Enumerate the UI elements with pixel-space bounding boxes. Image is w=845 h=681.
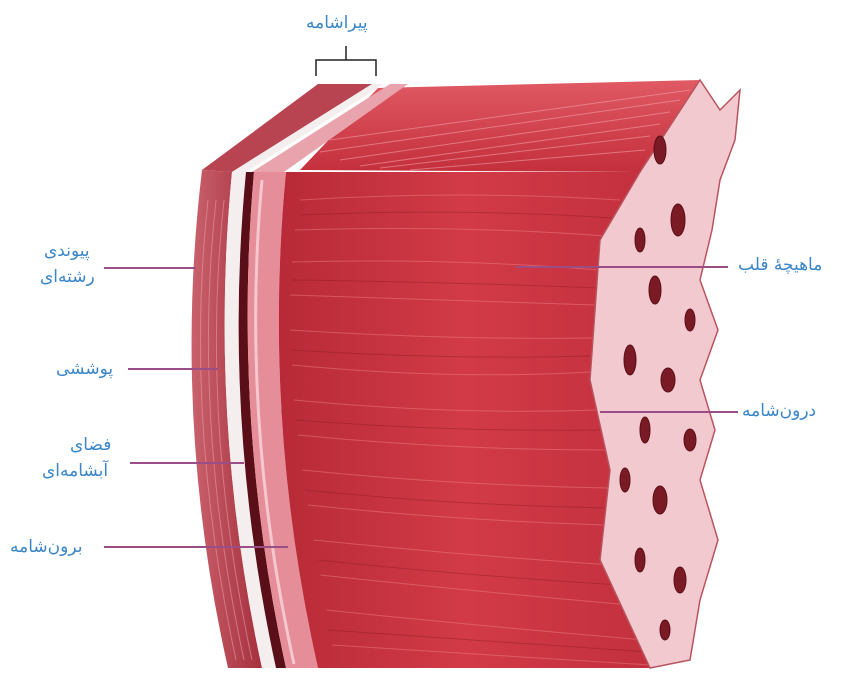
label-serous: پوششی <box>56 358 113 380</box>
label-epicardium: برون‌شامه <box>10 536 82 558</box>
label-fibrous-line1: پیوندی <box>44 240 90 262</box>
label-cavity-line1: فضای <box>70 434 111 456</box>
pericardium-bracket <box>316 46 376 76</box>
label-myocardium: ماهیچهٔ قلب <box>738 254 822 276</box>
label-pericardium: پیراشامه <box>306 12 368 34</box>
label-cavity-line2: آبشامه‌ای <box>42 460 108 482</box>
label-endocardium: درون‌شامه <box>742 400 816 422</box>
myocardium-front-face <box>279 172 650 668</box>
label-fibrous-line2: رشته‌ای <box>40 266 95 288</box>
